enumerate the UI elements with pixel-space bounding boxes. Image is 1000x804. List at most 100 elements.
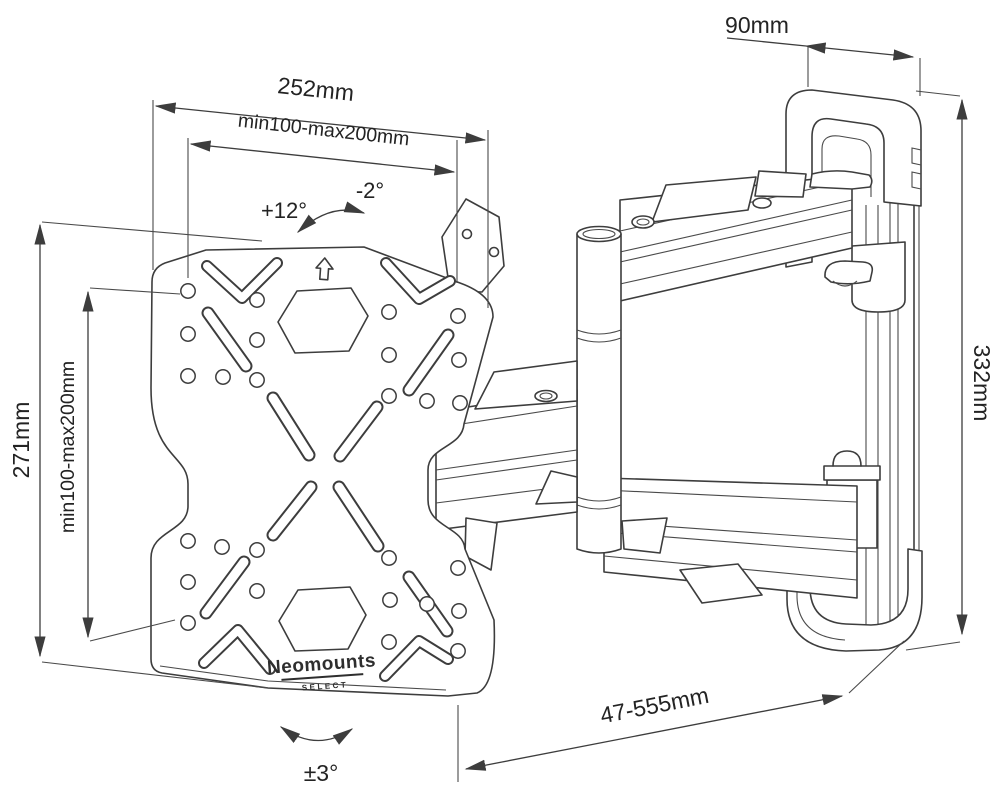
angle-label-tilt-up: +12°: [261, 198, 307, 223]
dimension-line: [464, 694, 844, 771]
upper-arm-top-saddle: [809, 170, 873, 190]
arch-side-notch: [911, 171, 922, 190]
vesa-hole: [249, 583, 265, 599]
upper-arm-end-tab: [754, 170, 807, 198]
diagonal-slot: [268, 482, 316, 540]
post-ring: [576, 329, 622, 343]
dimension-bracket-depth: 90mm: [725, 12, 915, 61]
chevron-slots: [198, 257, 456, 682]
wall-bracket-arch: [785, 89, 922, 268]
vesa-hole: [381, 347, 397, 363]
rotation-arc-arrow: [279, 726, 354, 745]
vesa-hole: [381, 550, 397, 566]
extension-line: [41, 661, 269, 689]
vesa-hole: [450, 643, 466, 659]
plate-arm: [435, 360, 578, 531]
plate-arm-groove: [435, 459, 578, 481]
dimension-vesa-width: min100-max200mm: [189, 110, 456, 176]
dimension-label-plate-height: 271mm: [8, 402, 34, 479]
vesa-hole: [249, 542, 265, 558]
hex-cutout-bottom: [278, 586, 367, 652]
upper-arm-clamp-wedge: [651, 176, 757, 223]
plate-arm-clamp-wedge: [474, 360, 578, 410]
extension-line: [905, 641, 961, 651]
vesa-hole: [452, 395, 468, 411]
tilt-bracket-hole: [488, 246, 500, 258]
vesa-hole: [381, 304, 397, 320]
vesa-hole: [180, 368, 196, 384]
dimension-extension-range: 47-555mm: [464, 682, 844, 771]
angle-label-post-rotation: ±3°: [304, 760, 339, 786]
vesa-hole: [451, 603, 467, 619]
vesa-hole: [180, 283, 196, 299]
dimension-line: [804, 42, 915, 61]
diagonal-slot: [268, 393, 314, 460]
dimension-label-vesa-width: min100-max200mm: [237, 110, 411, 151]
annotation-post-rotation: ±3°: [279, 726, 354, 786]
bolt-head-inner: [636, 218, 650, 226]
brand-logo: Neomounts SELECT: [266, 650, 376, 692]
lower-arm-clamp-wedge: [621, 517, 668, 554]
tilt-bracket-hole: [461, 228, 473, 240]
arch-outline: [785, 89, 922, 268]
extension-line: [915, 90, 961, 97]
extension-line: [848, 640, 905, 694]
lower-arm-clamp-wedge: [679, 563, 763, 604]
plate-arm-groove: [435, 449, 578, 471]
extension-line: [89, 287, 181, 295]
vesa-hole: [180, 533, 196, 549]
dimension-plate-height: 271mm: [8, 223, 46, 658]
vesa-hole: [419, 393, 435, 409]
extension-lines: [41, 46, 961, 782]
angle-label-tilt-down: -2°: [356, 178, 384, 203]
diagonal-slot: [404, 330, 453, 395]
bolt-head: [631, 215, 655, 229]
lower-arm-groove: [603, 489, 858, 503]
vesa-hole: [419, 596, 435, 612]
diagonal-slot: [203, 308, 251, 371]
elbow-pivot-post: [576, 225, 622, 554]
upper-arm-groove: [619, 231, 853, 285]
vesa-hole: [381, 388, 397, 404]
vesa-plate: Neomounts SELECT: [150, 246, 496, 697]
upper-arm-bottom-saddle: [824, 260, 874, 285]
vesa-hole: [249, 332, 265, 348]
diagonal-slot: [334, 482, 383, 551]
plate-arm-lower-wedge: [535, 470, 578, 505]
diagonal-slot: [335, 402, 382, 461]
upper-arm-groove: [619, 209, 853, 263]
vesa-hole: [214, 539, 230, 555]
saddle-dome: [832, 280, 858, 287]
hex-cutout-top: [277, 287, 369, 354]
dimension-line: [154, 102, 487, 144]
chevron-slot: [200, 626, 274, 673]
chevron-slot: [382, 259, 454, 303]
dimension-line: [189, 140, 456, 176]
vesa-hole: [450, 560, 466, 576]
plate-thickness-edge: [159, 665, 447, 691]
post-ring: [576, 496, 622, 510]
vesa-hole: [180, 574, 196, 590]
upper-arm-groove: [619, 199, 853, 253]
vesa-hole: [451, 352, 467, 368]
vesa-hole: [249, 372, 265, 388]
arch-side-notch: [911, 147, 922, 166]
bolt-head: [534, 389, 558, 403]
diagonal-slot: [201, 557, 249, 618]
arch-inner-slot: [821, 135, 872, 252]
brand-logo-series: SELECT: [301, 680, 348, 692]
brand-logo-underline: [281, 673, 364, 681]
dimension-label-vesa-height: min100-max200mm: [57, 361, 79, 533]
extension-line: [89, 619, 176, 642]
post-body: [576, 233, 622, 554]
annotation-tilt-angle: +12° -2°: [261, 178, 384, 233]
dimension-label-bracket-height: 332mm: [969, 345, 995, 422]
dimension-bracket-height: 332mm: [956, 98, 995, 636]
post-top-cap: [576, 225, 622, 243]
lower-pivot-cap: [823, 465, 881, 481]
chevron-slot: [381, 637, 452, 680]
bolt-head-inner: [539, 392, 553, 400]
bolt-head: [752, 197, 772, 209]
